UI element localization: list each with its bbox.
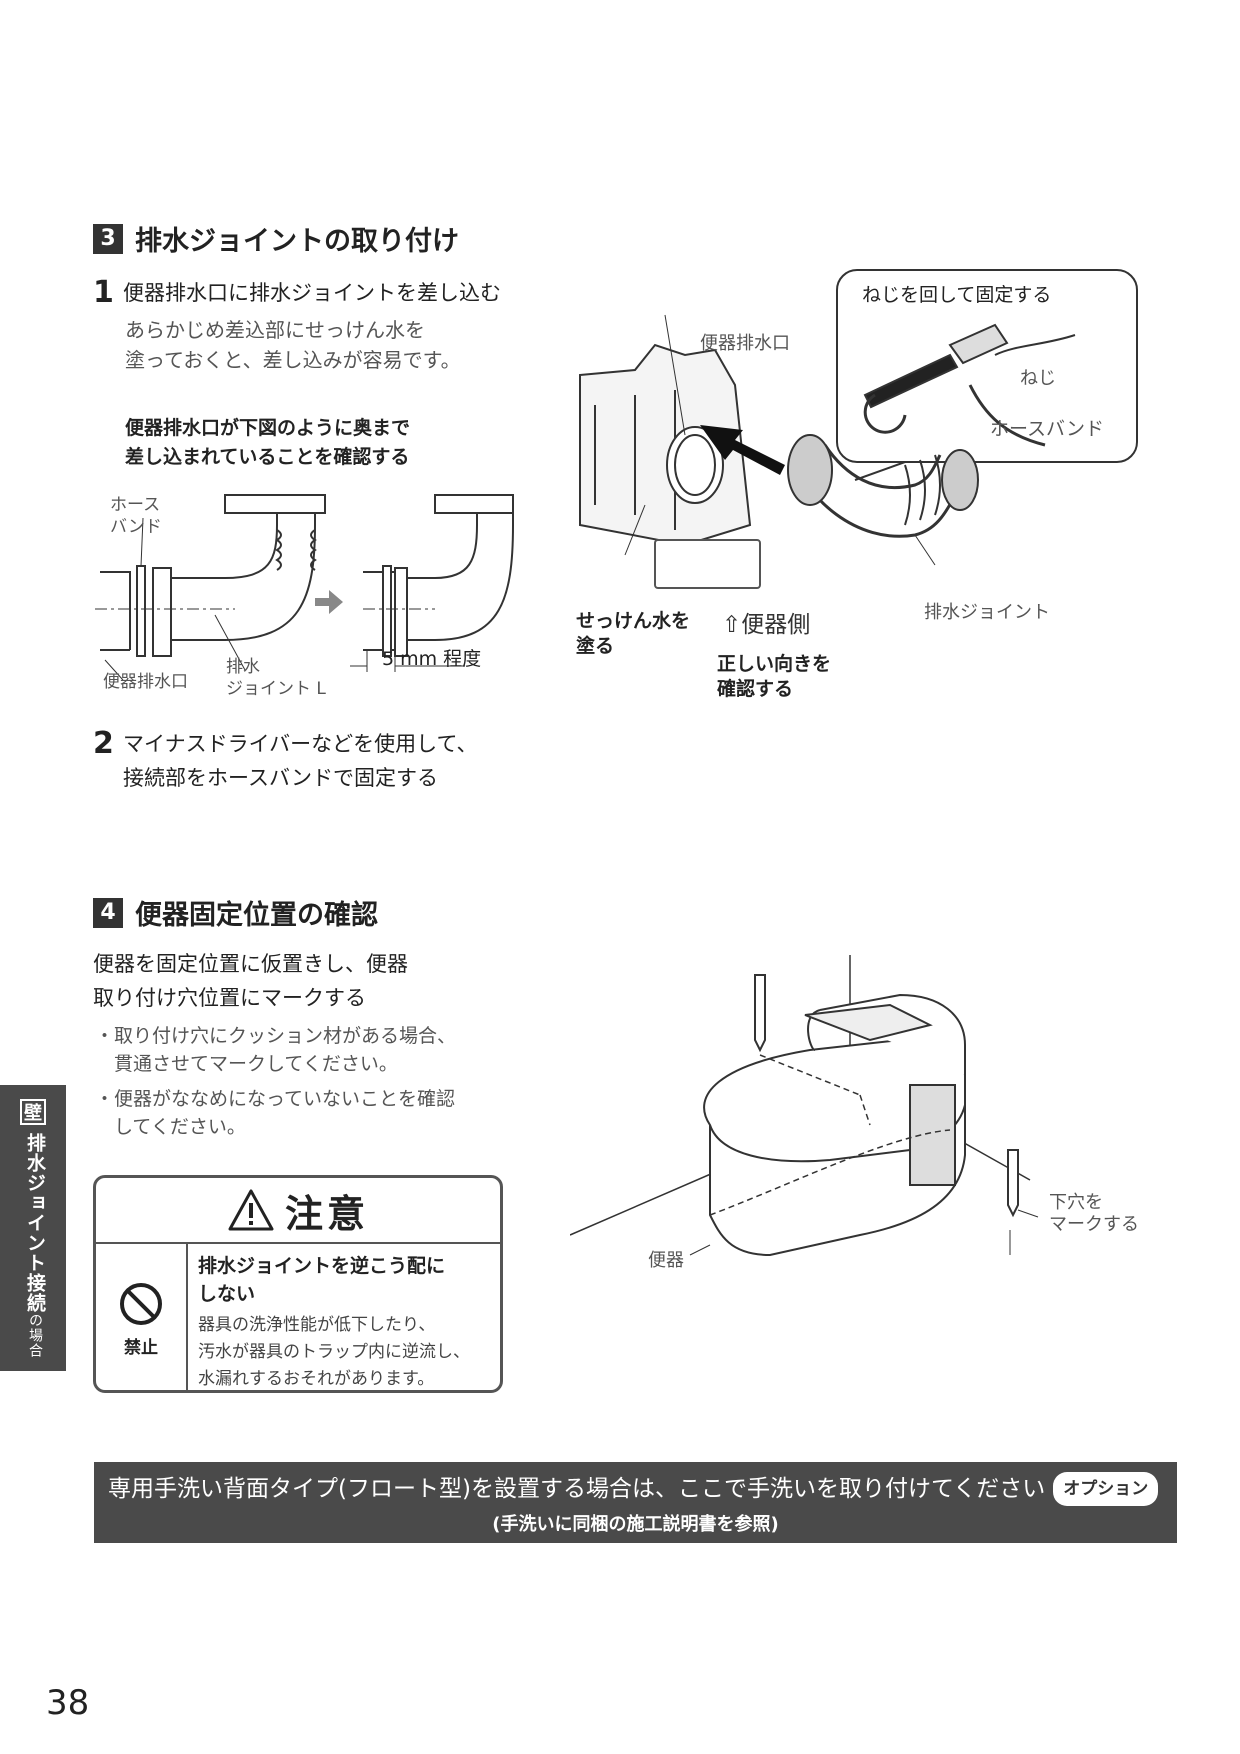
insertion-diagram (95, 494, 514, 681)
section-number: 3 (93, 223, 123, 254)
side-tab-box: 壁 (20, 1099, 46, 1125)
section-4-header: 4 便器固定位置の確認 (93, 893, 378, 932)
prohibit-label: 禁止 (124, 1337, 158, 1358)
step-number: 2 (93, 726, 114, 761)
section-title: 排水ジョイントの取り付け (135, 226, 459, 257)
banner-sub: (手洗いに同梱の施工説明書を参照) (492, 1514, 779, 1535)
caution-title: 注意 (284, 1191, 369, 1236)
caution-box: 注意 禁止 排水ジョイントを逆こう配に しない 器具の洗浄性能が低下したり、 汚… (93, 1175, 503, 1393)
section-3-header: 3 排水ジョイントの取り付け (93, 219, 459, 258)
bullet-cushion: ・取り付け穴にクッション材がある場合、 貫通させてマークしてください。 (95, 1025, 457, 1075)
prohibit-cell: 禁止 (96, 1244, 188, 1390)
step-1: 1 便器排水口に排水ジョイントを差し込む (93, 276, 501, 310)
step-1-note: あらかじめ差込部にせっけん水を 塗っておくと、差し込みが容易です。 (125, 318, 461, 372)
page-number: 38 (46, 1683, 90, 1723)
gap-dimension-label: 5 mm 程度 (382, 648, 482, 670)
option-badge: オプション (1053, 1472, 1159, 1506)
side-tab-text: 排水ジョイント接続の場合 (24, 1133, 46, 1358)
caution-main-text: 排水ジョイントを逆こう配に しない (198, 1255, 446, 1305)
banner-main: 専用手洗い背面タイプ(フロート型)を設置する場合は、ここで手洗いを取り付けてくだ… (108, 1472, 1159, 1506)
step-2: 2 マイナスドライバーなどを使用して、 接続部をホースバンドで固定する (93, 727, 477, 795)
bullet-alignment: ・便器がななめになっていないことを確認 してください。 (95, 1088, 456, 1138)
insertion-check-note: 便器排水口が下図のように奥まで 差し込まれていることを確認する (125, 417, 411, 468)
joint-installation-illustration (579, 269, 1138, 589)
toilet-placement-illustration (570, 955, 1039, 1257)
outlet-label: 便器排水口 (103, 672, 188, 692)
soap-label: せっけん水を 塗る (576, 610, 691, 657)
section-4-intro: 便器を固定位置に仮置きし、便器 取り付け穴位置にマークする (93, 952, 408, 1010)
warning-icon (228, 1189, 274, 1231)
step-text: 便器排水口に排水ジョイントを差し込む (123, 281, 501, 305)
hose-band-label-right: ホースバンド (990, 418, 1105, 440)
hose-band-label: ホース バンド (110, 495, 162, 537)
section-title: 便器固定位置の確認 (135, 900, 378, 931)
toilet-label: 便器 (648, 1250, 684, 1271)
callout-label: ねじを回して固定する (862, 284, 1052, 306)
screw-label: ねじ (1020, 368, 1056, 389)
caution-header: 注意 (96, 1178, 500, 1244)
side-tab: 壁 排水ジョイント接続の場合 (0, 1085, 66, 1371)
caution-content: 排水ジョイントを逆こう配に しない 器具の洗浄性能が低下したり、 汚水が器具のト… (188, 1244, 500, 1390)
caution-description: 器具の洗浄性能が低下したり、 汚水が器具のトラップ内に逆流し、 水漏れするおそれ… (198, 1315, 470, 1389)
step-text: マイナスドライバーなどを使用して、 接続部をホースバンドで固定する (123, 732, 478, 790)
option-banner: 専用手洗い背面タイプ(フロート型)を設置する場合は、ここで手洗いを取り付けてくだ… (94, 1462, 1177, 1543)
outlet-label-right: 便器排水口 (700, 333, 790, 354)
section-number: 4 (93, 897, 123, 928)
joint-label-right: 排水ジョイント (924, 602, 1050, 623)
orientation-label: 正しい向きを 確認する (717, 653, 832, 700)
mark-hole-label: 下穴を マークする (1049, 1192, 1139, 1235)
toilet-side-label: ⇧便器側 (722, 612, 811, 638)
prohibit-icon (120, 1282, 162, 1325)
step-number: 1 (93, 275, 114, 310)
joint-label: 排水 ジョイント L (226, 657, 326, 699)
